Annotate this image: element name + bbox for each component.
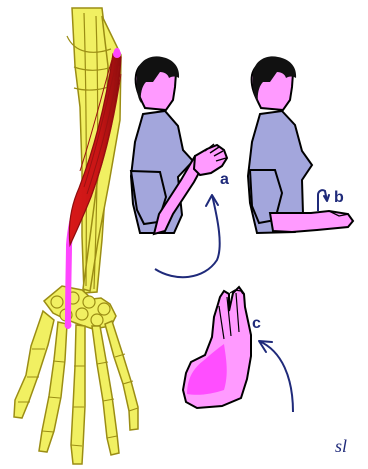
motion-arrow-b-icon (318, 190, 329, 211)
person-pose-b-icon (248, 56, 353, 233)
corner-signature: sl (335, 437, 347, 455)
motion-arrow-c-icon (259, 341, 293, 412)
hand-pose-c-icon (183, 287, 251, 408)
pose-label-c: c (252, 316, 261, 332)
person-pose-a-icon (131, 56, 227, 234)
pose-label-b: b (334, 190, 344, 206)
pose-label-a: a (220, 172, 229, 188)
